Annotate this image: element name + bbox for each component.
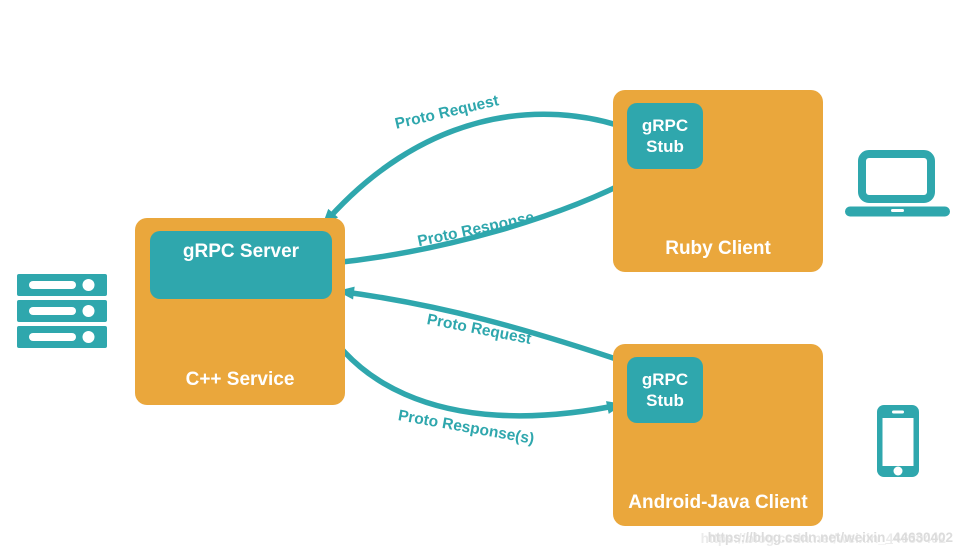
cpp-service-box: gRPC Server C++ Service [135, 218, 345, 405]
grpc-server-box: gRPC Server [150, 231, 332, 299]
android-java-client-label: Android-Java Client [628, 492, 808, 513]
android-grpc-stub-box: gRPC Stub [627, 357, 703, 423]
ruby-grpc-stub-label: gRPC Stub [641, 116, 689, 156]
smartphone-icon [877, 405, 919, 477]
server-rack-icon [17, 274, 107, 348]
android-java-client-box: gRPC Stub Android-Java Client [613, 344, 823, 526]
arrow-proto-response-ruby [332, 173, 640, 266]
cpp-service-label: C++ Service [185, 369, 295, 390]
arrowhead-proto-request-android [337, 286, 355, 300]
grpc-server-label: gRPC Server [182, 241, 300, 262]
watermark-url: https://blog.csdn.net/weixin_44630402 [707, 530, 953, 545]
arrow-proto-request-android [336, 288, 629, 366]
laptop-icon [845, 150, 950, 217]
ruby-client-label: Ruby Client [665, 238, 771, 259]
ruby-grpc-stub-box: gRPC Stub [627, 103, 703, 169]
arrow-proto-request-ruby [319, 111, 633, 228]
ruby-client-box: gRPC Stub Ruby Client [613, 90, 823, 272]
android-grpc-stub-label: gRPC Stub [641, 370, 689, 410]
